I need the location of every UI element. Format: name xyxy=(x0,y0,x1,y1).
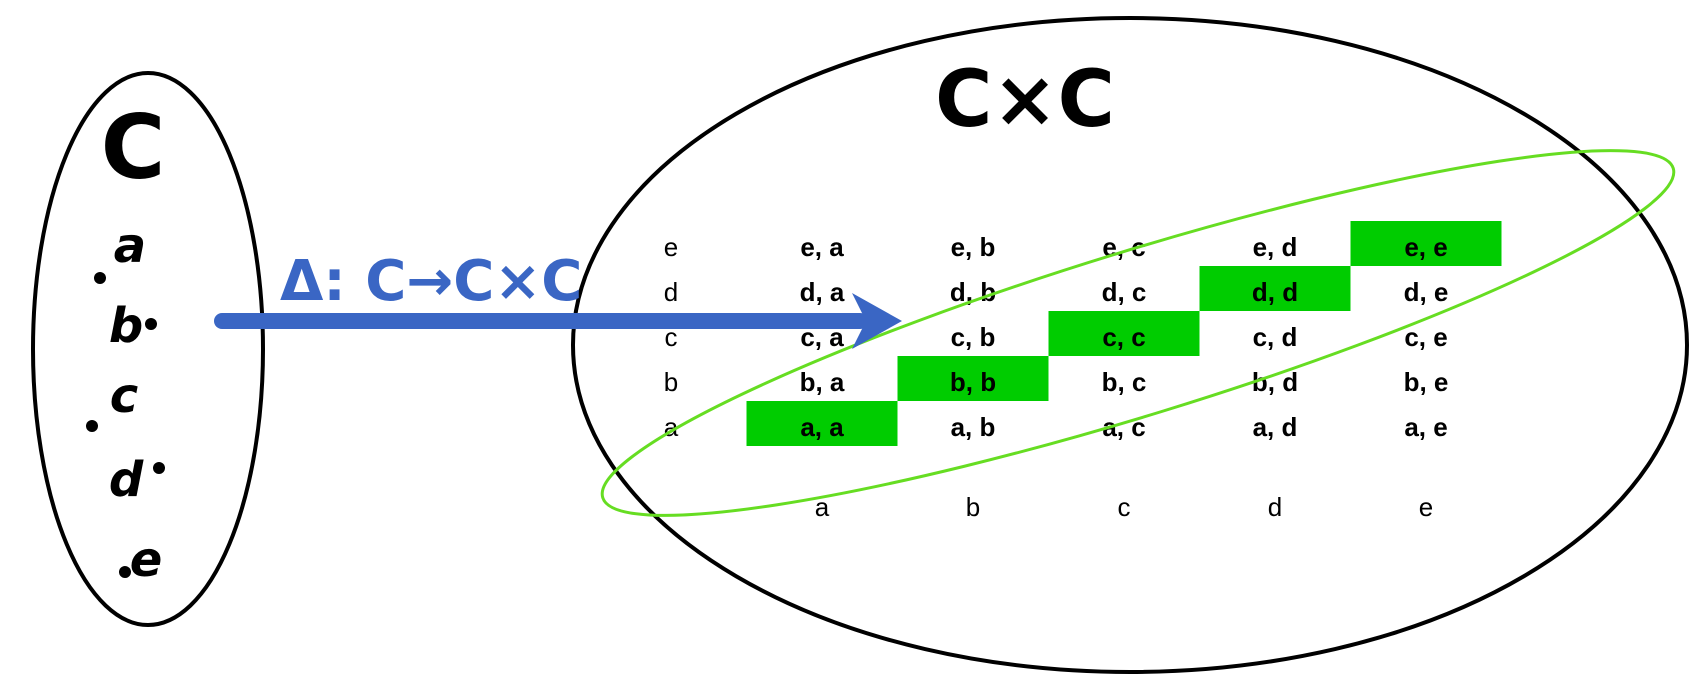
grid-cell: b, c xyxy=(1102,367,1147,397)
element-dot-d xyxy=(153,462,165,474)
set-c-element-e: e xyxy=(130,532,163,588)
column-label: c xyxy=(1118,492,1131,522)
grid-cell: b, b xyxy=(950,367,996,397)
diagonal-outline xyxy=(600,149,1676,517)
highlight-cell xyxy=(1199,266,1351,311)
set-c-ellipse xyxy=(31,71,265,627)
map-label: Δ: C→C×C xyxy=(280,249,582,314)
set-c-title: C xyxy=(101,96,166,199)
set-c-element-a: a xyxy=(114,218,146,274)
grid-cell: e, b xyxy=(951,232,996,262)
set-c-element-d: d xyxy=(109,452,144,508)
set-c-element-c: c xyxy=(110,368,138,424)
element-dot-e xyxy=(119,566,131,578)
row-label: b xyxy=(664,367,678,397)
grid-cell: c, d xyxy=(1253,322,1298,352)
element-dot-b xyxy=(145,318,157,330)
grid-cell: a, d xyxy=(1253,412,1298,442)
diagonal-map-arrow: Δ: C→C×C xyxy=(214,249,902,349)
grid-cell: a, a xyxy=(800,412,844,442)
grid-cell: b, e xyxy=(1404,367,1449,397)
column-label: a xyxy=(815,492,830,522)
column-labels: a b c d e xyxy=(815,492,1433,522)
grid-cell: e, d xyxy=(1253,232,1298,262)
grid-cell: d, a xyxy=(800,277,845,307)
grid-cell: b, d xyxy=(1252,367,1298,397)
highlight-cell xyxy=(1048,311,1200,356)
highlight-cell xyxy=(1350,221,1502,266)
element-dot-a xyxy=(94,272,106,284)
row-label: d xyxy=(664,277,678,307)
arrow-head xyxy=(852,293,902,349)
grid-cell: c, b xyxy=(951,322,996,352)
grid-cell: c, e xyxy=(1404,322,1447,352)
grid-cell: b, a xyxy=(800,367,845,397)
set-c-elements: a b c d e xyxy=(86,218,165,588)
column-label: e xyxy=(1419,492,1433,522)
grid-cell: d, c xyxy=(1102,277,1147,307)
product-ellipse xyxy=(571,16,1689,674)
grid-cell: d, d xyxy=(1252,277,1298,307)
grid-cell: c, c xyxy=(1102,322,1145,352)
column-label: b xyxy=(966,492,980,522)
grid-cell: e, a xyxy=(800,232,844,262)
grid-cell: e, e xyxy=(1404,232,1447,262)
column-label: d xyxy=(1268,492,1282,522)
element-dot-c xyxy=(86,420,98,432)
set-c-element-b: b xyxy=(109,298,143,354)
grid-cell: a, b xyxy=(951,412,996,442)
highlight-cell xyxy=(897,356,1049,401)
row-label: c xyxy=(665,322,678,352)
grid-cell: a, e xyxy=(1404,412,1447,442)
diagonal-highlights xyxy=(746,221,1502,446)
highlight-cell xyxy=(746,401,898,446)
product-title: C×C xyxy=(935,55,1115,145)
grid-cell: d, e xyxy=(1404,277,1449,307)
row-label: e xyxy=(664,232,678,262)
